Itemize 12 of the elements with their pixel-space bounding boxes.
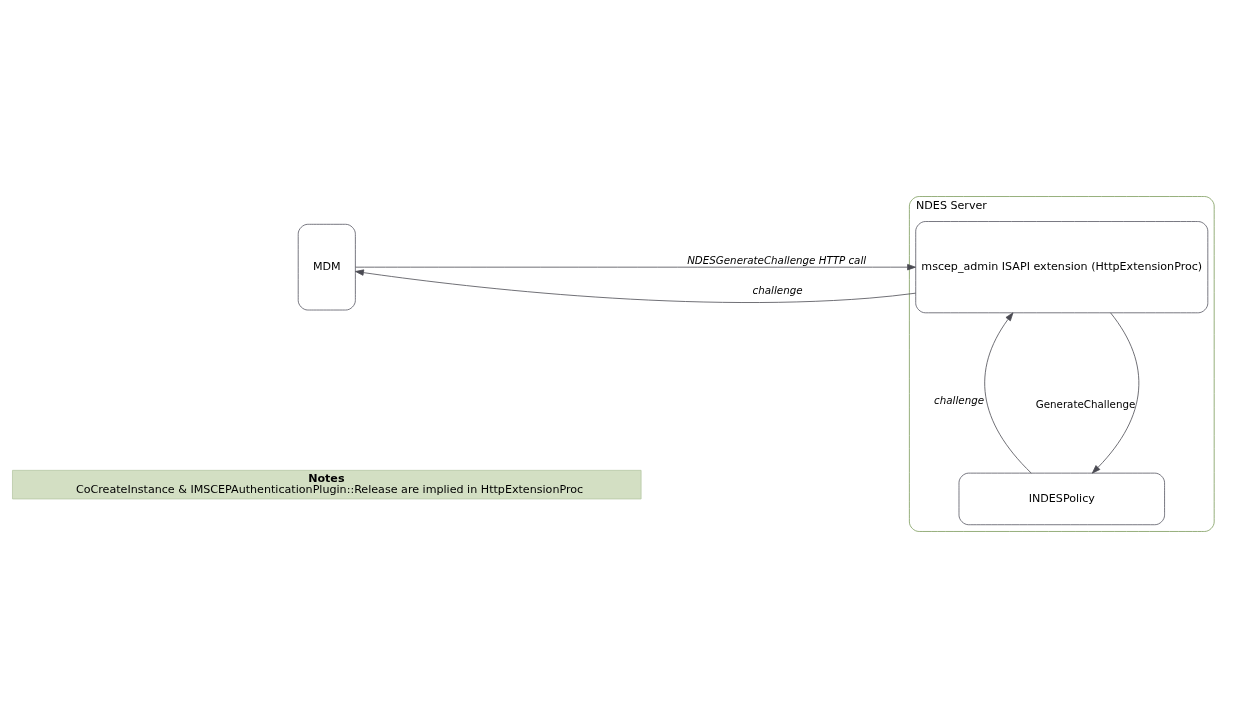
edge-label: challenge: [934, 393, 985, 406]
arrow: [355, 269, 916, 303]
node-box: Notes CoCreateInstance & IMSCEPAuthenticationPlugin::Release are implied in HttpExtensionProc: [12, 469, 642, 500]
node-box: MDM: [297, 223, 356, 311]
node-box: mscep_admin ISAPI extension (HttpExtensionProc): [915, 221, 1209, 314]
edge-label: GenerateChallenge: [1035, 397, 1136, 410]
node-box: INDESPolicy: [958, 472, 1165, 526]
arrow: [984, 312, 1032, 474]
edge-label: challenge: [752, 284, 803, 297]
edge-label: NDESGenerateChallenge HTTP call: [687, 253, 867, 266]
arrow: [1091, 312, 1140, 474]
arrow: [355, 264, 916, 271]
